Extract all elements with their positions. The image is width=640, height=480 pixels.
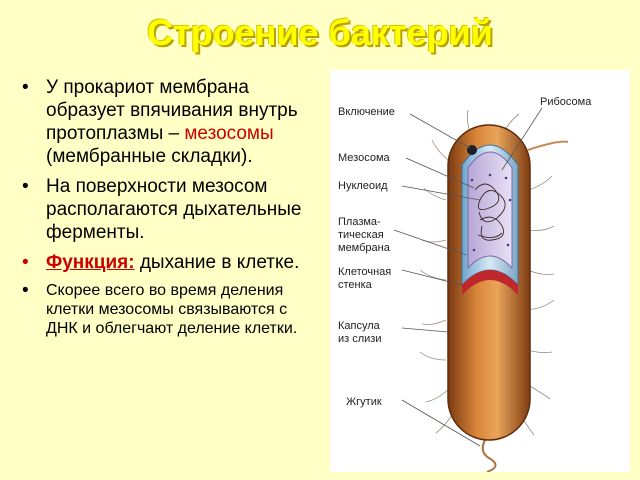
bacterium-diagram: Включение Рибосома Мезосома Нуклеоид Пла… xyxy=(330,70,630,472)
nucleoid xyxy=(474,183,506,241)
bullet-division: • Скорее всего во время деления клетки м… xyxy=(16,281,316,338)
bullet-mesosome-definition: • У прокариот мембрана образует впячиван… xyxy=(16,76,316,168)
flagellum xyxy=(481,439,497,472)
bullet-3-text: дыхание в клетке. xyxy=(139,252,300,273)
ribosomes xyxy=(470,173,512,252)
label-mesosome: Мезосома xyxy=(338,152,390,164)
pili-fibers xyxy=(419,109,555,436)
label-inclusion: Включение xyxy=(338,106,395,118)
bullet-dot-icon: • xyxy=(22,176,29,197)
slide-title: Строение бактерий xyxy=(147,12,493,53)
bullet-dot-icon: • xyxy=(22,77,29,98)
label-flagellum: Жгутик xyxy=(346,396,382,408)
function-label: Функция: xyxy=(46,252,135,273)
bullet-1-text: У прокариот мембрана образует впячивания… xyxy=(46,77,298,144)
membrane-layer xyxy=(462,270,518,295)
bullet-2-text: На поверхности мезосом располагаются дых… xyxy=(46,176,302,243)
bullet-function: • Функция: дыхание в клетке. xyxy=(16,251,316,274)
cytoplasm xyxy=(467,151,513,270)
label-plasma-membrane-2: тическая xyxy=(338,229,384,241)
leader-lines xyxy=(393,107,543,447)
mesosome-term: мезосомы xyxy=(184,123,274,144)
label-nucleoid: Нуклеоид xyxy=(338,180,388,192)
flagellum-top xyxy=(527,140,569,151)
label-plasma-membrane-3: мембрана xyxy=(338,242,390,254)
label-ribosome: Рибосома xyxy=(540,96,592,108)
inclusion-granule xyxy=(467,145,477,155)
bullet-list: • У прокариот мембрана образует впячиван… xyxy=(16,76,316,345)
label-capsule-1: Капсула xyxy=(338,320,380,332)
label-capsule-2: из слизи xyxy=(338,333,382,345)
label-plasma-membrane-1: Плазма- xyxy=(338,216,381,228)
bullet-4-text: Скорее всего во время деления клетки мез… xyxy=(46,282,298,337)
bullet-dot-icon: • xyxy=(22,280,29,301)
label-cell-wall-2: стенка xyxy=(338,279,372,291)
label-cell-wall-1: Клеточная xyxy=(338,266,392,278)
bullet-enzymes: • На поверхности мезосом располагаются д… xyxy=(16,175,316,244)
bullet-dot-icon: • xyxy=(22,252,29,273)
bacterium-illustration xyxy=(393,107,569,472)
bullet-1-tail: (мембранные складки). xyxy=(46,146,253,167)
